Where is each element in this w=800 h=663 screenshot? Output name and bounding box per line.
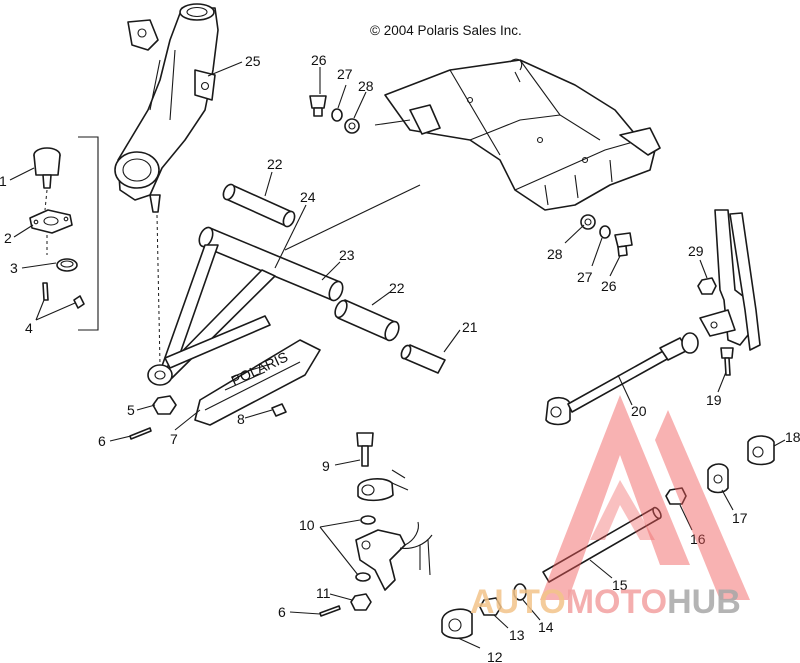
castle-nut [152,395,177,415]
assembly-line-knuckle [156,214,161,366]
callout-27-top: 27 [337,66,353,82]
callout-2: 2 [4,230,12,246]
group-bracket [78,136,99,331]
callout-13: 13 [509,627,525,643]
bushing-sleeve [400,344,446,374]
callout-22-upper: 22 [267,156,283,172]
ball-joint-plate [29,209,73,234]
assembly-line-frame [284,184,421,251]
cotter-pin-lower [319,605,341,617]
callout-14: 14 [538,619,554,635]
washer-frame-lower [580,214,596,230]
tie-rod-end-left [357,469,409,502]
watermark-text: AUTOMOTOHUB [470,583,741,621]
a-arm-guard: POLARIS [194,339,321,426]
steering-bracket [355,521,433,591]
callout-6-lower: 6 [278,604,286,620]
callout-5: 5 [127,402,135,418]
watermark-text-hub: HUB [667,583,741,621]
retaining-ring [56,258,78,272]
screw-set [42,282,85,309]
callout-8: 8 [237,411,245,427]
callout-24: 24 [300,189,316,205]
watermark-text-moto: MOTO [566,583,667,621]
washer-upper [360,515,376,525]
callout-7: 7 [170,431,178,447]
callout-15: 15 [612,577,628,593]
watermark-triangle-base [590,480,655,540]
callout-3: 3 [10,260,18,276]
watermark-triangle-inner [655,410,750,600]
callout-labels: 1 2 3 4 5 6 7 8 9 10 11 6 12 13 14 15 16… [0,52,800,663]
ball-stud [707,463,729,494]
steering-post [699,209,761,351]
bolt-guard [271,403,287,417]
callout-26-lower: 26 [601,278,617,294]
tie-rod-end-lower [441,608,473,640]
ball-joint [33,147,61,189]
washer-lower [355,572,371,582]
watermark-triangle-outer [540,395,690,600]
callout-25: 25 [245,53,261,69]
bolt-frame-lower [614,232,633,257]
callout-9: 9 [322,458,330,474]
tie-rod-long [542,506,662,583]
callout-10: 10 [299,517,315,533]
nut-steering [697,277,717,295]
bolt-frame-top [309,95,327,117]
callout-23: 23 [339,247,355,263]
callout-27-lower: 27 [577,269,593,285]
cotter-pin-upper [129,427,152,440]
a-arm [147,226,344,386]
watermark-logo [540,395,750,600]
bolt-steering [720,347,734,376]
callout-28-top: 28 [358,78,374,94]
callout-22-lower: 22 [389,280,405,296]
washer-frame-lower-small [599,225,611,239]
callout-19: 19 [706,392,722,408]
callout-18: 18 [785,429,800,445]
leader-lines [9,61,786,649]
bolt [356,432,374,467]
lock-nut [350,593,372,611]
jam-nut-right [665,487,687,505]
callout-26-top: 26 [311,52,327,68]
copyright-notice: © 2004 Polaris Sales Inc. [370,23,522,38]
bushing-lower [334,299,400,342]
callout-21: 21 [462,319,478,335]
callout-1: 1 [0,173,7,189]
watermark-text-auto: AUTO [470,583,566,621]
callout-16: 16 [690,531,706,547]
callout-4: 4 [25,320,33,336]
steering-knuckle [114,3,219,213]
callout-17: 17 [732,510,748,526]
frame-assembly [384,58,661,211]
callout-11: 11 [316,585,331,601]
jam-nut [479,597,502,616]
nut-frame-top [344,118,360,134]
callout-20: 20 [631,403,647,419]
bushing-upper [222,183,296,228]
callout-28-lower: 28 [547,246,563,262]
tie-rod-end-right [747,435,775,466]
washer-frame-top [331,108,343,122]
callout-6: 6 [98,433,106,449]
tie-rod-assembly [545,332,699,426]
callout-29: 29 [688,243,704,259]
callout-12: 12 [487,649,503,663]
washer-small [513,583,527,601]
